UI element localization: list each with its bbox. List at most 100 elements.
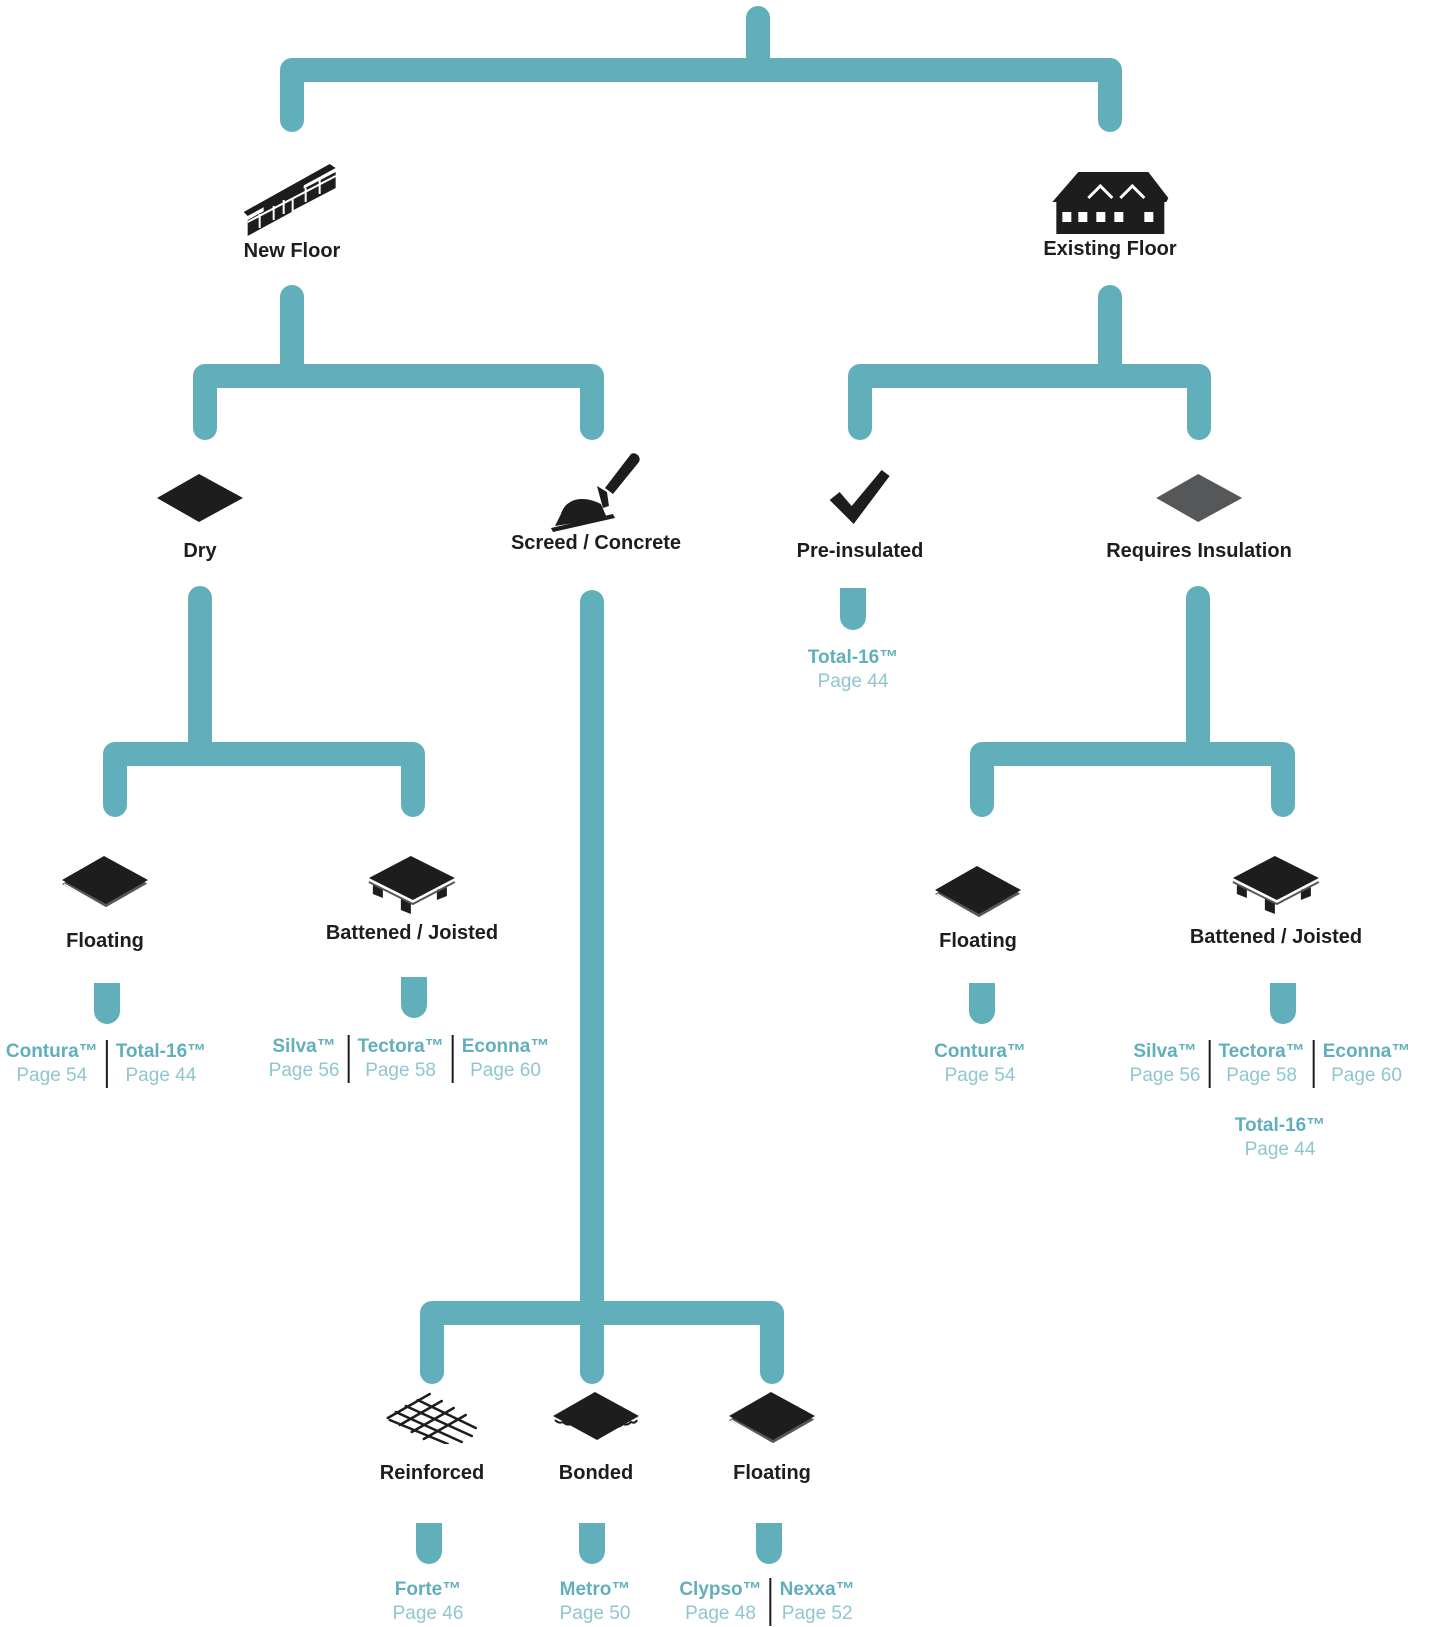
node-label: Battened / Joisted	[1189, 926, 1363, 948]
product-page: Page 54	[944, 1065, 1016, 1086]
node-new-floating: Floating	[60, 856, 150, 953]
node-existing-floating: Floating	[933, 866, 1023, 953]
products-pre-insulated: Total-16™ Page 44	[800, 646, 906, 694]
node-label: Reinforced	[379, 1462, 485, 1484]
flat-board-icon	[157, 474, 243, 522]
product-name: Metro™	[559, 1579, 631, 1600]
grey-board-icon	[1156, 474, 1242, 522]
tab-reinforced	[416, 1523, 442, 1564]
product-name: Tectora™	[1218, 1041, 1305, 1062]
bonded-board-icon	[553, 1392, 639, 1440]
product-page: Page 60	[1331, 1065, 1402, 1086]
product-page: Page 44	[125, 1065, 197, 1086]
products-existing-battened: Silva™ Page 56 Tectora™ Page 58 Econna™ …	[1122, 1040, 1419, 1088]
product-page: Page 58	[365, 1060, 436, 1081]
products-existing-battened-extra: Total-16™ Page 44	[1227, 1114, 1333, 1162]
node-new-floor: New Floor	[243, 164, 341, 263]
node-label: New Floor	[243, 240, 341, 262]
floating-board-icon	[729, 1392, 816, 1445]
product-name: Total-16™	[1234, 1115, 1326, 1136]
product-link-contura[interactable]: Contura™ Page 54	[0, 1040, 106, 1088]
products-screed-floating: Clypso™ Page 48 Nexxa™ Page 52	[671, 1578, 862, 1626]
product-link-tectora[interactable]: Tectora™ Page 58	[347, 1035, 451, 1083]
product-link-forte[interactable]: Forte™ Page 46	[385, 1578, 472, 1626]
node-requires-insulation: Requires Insulation	[1106, 474, 1292, 563]
node-label: Existing Floor	[1043, 238, 1177, 260]
connector-requires-insulation-bracket	[970, 742, 1295, 817]
node-label: Pre-insulated	[796, 540, 924, 562]
checkmark-icon	[829, 470, 890, 524]
connector-new-floor-bracket	[193, 364, 604, 440]
product-name: Econna™	[1322, 1041, 1411, 1062]
products-reinforced: Forte™ Page 46	[385, 1578, 472, 1626]
product-link-econna[interactable]: Econna™ Page 60	[1312, 1040, 1419, 1088]
products-new-floating: Contura™ Page 54 Total-16™ Page 44	[0, 1040, 214, 1088]
node-label: Bonded	[558, 1462, 634, 1484]
product-link-clypso[interactable]: Clypso™ Page 48	[671, 1578, 769, 1626]
product-page: Page 44	[817, 671, 889, 692]
node-screed-concrete: Screed / Concrete	[511, 448, 681, 555]
node-label: Floating	[939, 930, 1017, 952]
product-name: Econna™	[461, 1036, 550, 1057]
node-label: Screed / Concrete	[510, 532, 682, 554]
node-label: Floating	[66, 930, 144, 952]
house-icon	[1052, 172, 1168, 234]
connector-dry-bracket	[103, 742, 425, 817]
product-name: Silva™	[1133, 1041, 1197, 1062]
product-name: Contura™	[934, 1041, 1026, 1062]
product-link-nexxa[interactable]: Nexxa™ Page 52	[769, 1578, 863, 1626]
tab-existing-battened	[1270, 983, 1296, 1024]
node-existing-battened: Battened / Joisted	[1190, 856, 1362, 949]
product-name: Forte™	[394, 1579, 462, 1600]
product-link-total-16[interactable]: Total-16™ Page 44	[105, 1040, 214, 1088]
product-page: Page 52	[781, 1603, 853, 1624]
products-new-battened: Silva™ Page 56 Tectora™ Page 58 Econna™ …	[261, 1035, 558, 1083]
products-bonded: Metro™ Page 50	[552, 1578, 639, 1626]
product-link-total-16[interactable]: Total-16™ Page 44	[1227, 1114, 1333, 1162]
node-existing-floor: Existing Floor	[1043, 168, 1177, 261]
mesh-grid-icon	[386, 1392, 478, 1444]
node-screed-floating: Floating	[727, 1392, 817, 1485]
products-existing-floating: Contura™ Page 54	[926, 1040, 1034, 1088]
product-page: Page 58	[1226, 1065, 1297, 1086]
product-page: Page 50	[559, 1603, 631, 1624]
node-label: Battened / Joisted	[325, 922, 499, 944]
product-page: Page 48	[685, 1603, 756, 1624]
product-name: Silva™	[272, 1036, 336, 1057]
product-page: Page 56	[1129, 1065, 1201, 1086]
product-name: Total-16™	[807, 647, 899, 668]
product-link-econna[interactable]: Econna™ Page 60	[451, 1035, 558, 1083]
tab-bonded	[579, 1523, 605, 1564]
product-name: Clypso™	[679, 1579, 762, 1600]
tab-new-floating	[94, 983, 120, 1024]
product-name: Tectora™	[357, 1036, 444, 1057]
node-pre-insulated: Pre-insulated	[796, 470, 924, 563]
bricks-icon	[243, 164, 337, 236]
product-link-contura[interactable]: Contura™ Page 54	[926, 1040, 1034, 1088]
product-link-metro[interactable]: Metro™ Page 50	[552, 1578, 639, 1626]
tab-pre-insulated	[840, 588, 866, 630]
node-new-battened: Battened / Joisted	[326, 856, 498, 945]
node-label: Floating	[733, 1462, 811, 1484]
tab-existing-floating	[969, 983, 995, 1024]
product-link-total-16[interactable]: Total-16™ Page 44	[800, 646, 906, 694]
connector-root-bracket	[280, 58, 1122, 132]
product-name: Contura™	[5, 1041, 98, 1062]
floating-board-icon	[935, 866, 1022, 919]
product-link-silva[interactable]: Silva™ Page 56	[261, 1035, 348, 1083]
product-page: Page 60	[470, 1060, 541, 1081]
tab-new-battened	[401, 977, 427, 1018]
trowel-icon	[550, 453, 640, 532]
product-page: Page 56	[268, 1060, 340, 1081]
floating-board-icon	[62, 856, 149, 909]
product-name: Nexxa™	[779, 1579, 855, 1600]
product-page: Page 46	[392, 1603, 464, 1624]
product-name: Total-16™	[115, 1041, 207, 1062]
node-dry: Dry	[155, 474, 245, 563]
node-bonded: Bonded	[551, 1392, 641, 1485]
product-link-silva[interactable]: Silva™ Page 56	[1122, 1040, 1209, 1088]
battened-board-icon	[1232, 856, 1320, 914]
product-link-tectora[interactable]: Tectora™ Page 58	[1208, 1040, 1312, 1088]
